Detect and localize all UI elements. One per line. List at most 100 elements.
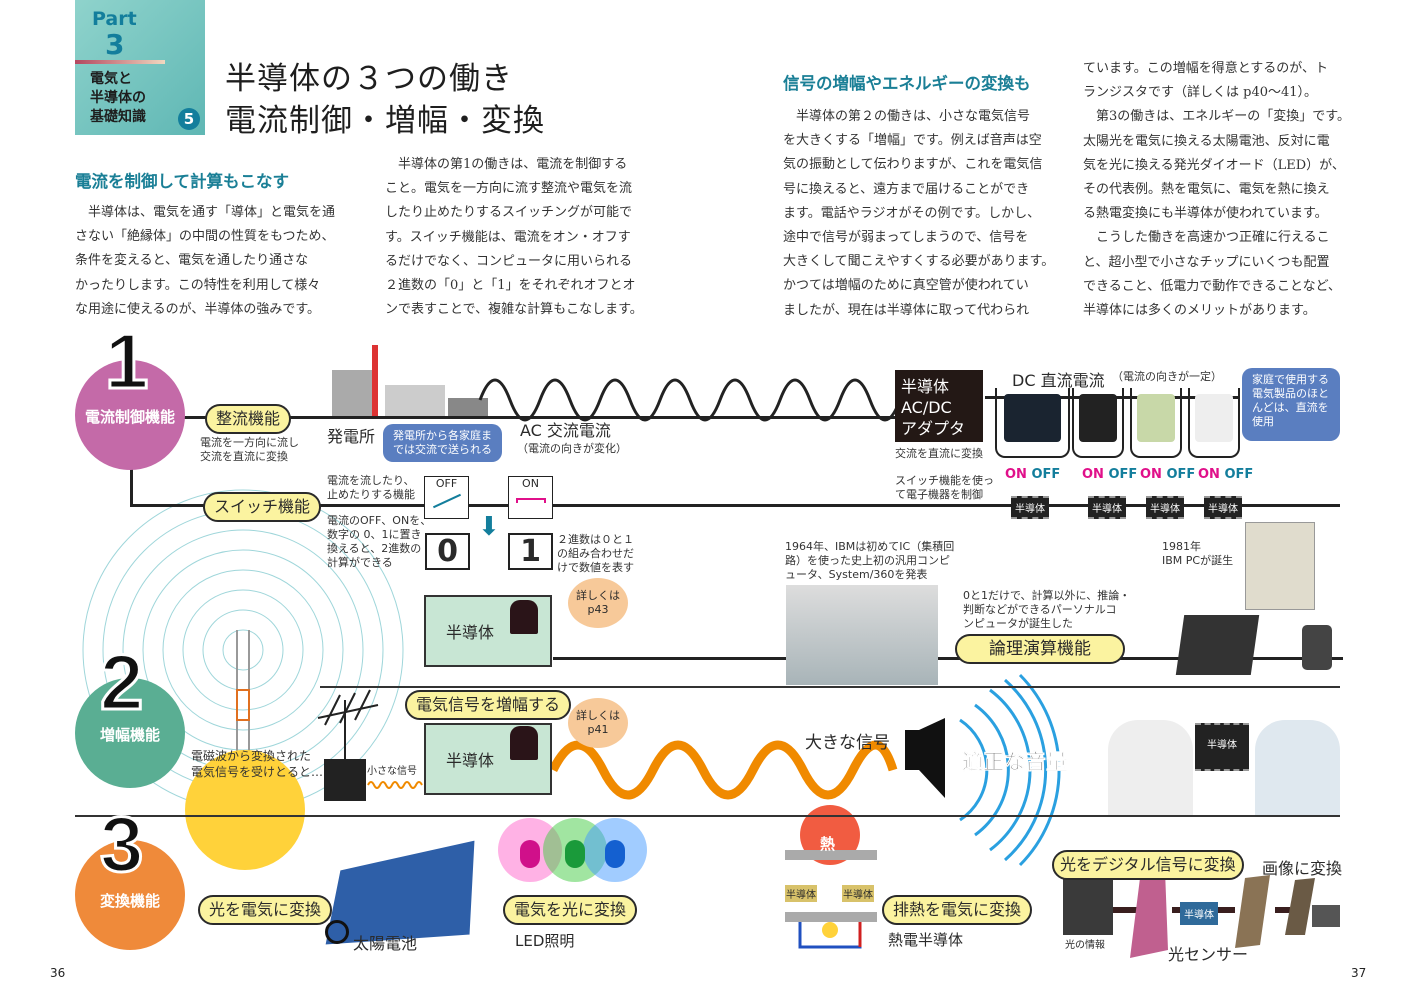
text-line: ンで表すことで、複雑な計算もこなします。 [385,302,643,318]
switch-pill: スイッチ機能 [203,492,322,522]
ac-dc-adapter: 半導体 AC/DC アダプター [895,370,983,459]
screen-icon [1312,905,1340,927]
solar-cell-icon [325,920,349,944]
amp-top-line [320,686,1340,688]
kettle-icon [1194,394,1234,442]
radio-waves [82,489,404,811]
text-column-1: 半導体は、電気を通す「導体」と電気を通さない「絶縁体」の中間の性質をもつため、条… [75,201,335,322]
dc-label: DC 直流電流 [1012,371,1105,390]
heat-label: 熱 [820,835,836,853]
text-column-2: 半導体の第1の働きは、電流を制御すること。電気を一方向に流す整流や電気を流したり… [385,153,643,322]
amplify-pill: 電気信号を増幅する [405,690,572,720]
ibm-1981-note: 1981年 IBM PCが誕生 [1162,540,1234,567]
part-title: 電気と 半導体の 基礎知識 [90,71,146,125]
phone-icon [1130,870,1168,958]
switch-off-label: OFF [435,477,458,490]
text-line: 気を光に換える発光ダイオード（LED）が、 [1083,157,1345,173]
listener-illustration-1 [1108,720,1193,815]
transistor-icon [510,600,538,634]
home-note: 家庭で使用する 電気製品のほと んどは、直流を 使用 [1242,368,1340,441]
text-column-3: 半導体の第２の働きは、小さな電気信号を大きくする「増幅」です。例えば音声は空気の… [783,105,1054,323]
power-plant-icon [332,345,488,418]
antenna-icon [317,689,379,801]
text-line: 気の振動として伝わりますが、これを電気信 [783,157,1043,173]
function-3-circle: 変換機能 [75,840,185,950]
on-label: ON [1140,467,1162,482]
sound-waves [959,673,1061,867]
appliance-washing-machine [1130,388,1182,458]
sun-icon [185,750,305,870]
amp-chip: 半導体 [1195,723,1249,771]
reference-p41[interactable]: 詳しくは p41 [568,698,628,748]
solar-panel-icon [324,839,476,946]
divider [75,60,165,64]
text-line: したり止めたりするスイッチングが可能で [385,205,633,221]
thermo-pill: 排熱を電気に変換 [882,895,1033,925]
ibm-1964-note: 1964年、IBMは初めてIC（集積回 路）を使った史上初の汎用コンピ ュータ、… [785,540,955,581]
off-label: OFF [1166,467,1196,482]
thermo-chip-right: 半導体 [842,885,874,902]
plant-note: 発電所から各家庭ま では交流で送られる [383,424,502,462]
led-pill: 電気を光に変換 [503,895,638,925]
switch-desc: 電流を流したり、 止めたりする機能 [327,474,415,501]
on-label: ON [1198,467,1220,482]
open-switch-icon [432,493,461,509]
switch-off-box: OFF [424,476,469,519]
logic-line [553,657,1343,660]
part-number: 3 [105,28,125,61]
thermo-chip-left: 半導体 [785,885,817,902]
off-label: OFF [1224,467,1254,482]
solar-label: 太陽電池 [353,934,418,953]
chapter-number: 5 [178,108,200,130]
text-line: と、超小型で小さなチップにいくつも配置 [1083,254,1330,270]
function-2-circle: 増幅機能 [75,678,185,788]
binary-zero: 0 [425,533,470,570]
text-line: できること、低電力で動作できることなど、 [1083,278,1341,294]
system360-photo [786,585,938,685]
semiconductor-chip: 半導体 [1088,496,1126,519]
washing-machine-icon [1136,394,1176,442]
smartphone-icon [1302,625,1332,670]
reference-p43[interactable]: 詳しくは p43 [568,578,628,628]
text-line: 半導体には多くのメリットがあります。 [1083,303,1316,319]
switch-control-note: スイッチ機能を使っ て電子機器を制御 [895,474,994,501]
amplify-desc: 電磁波から変換された 電気信号を受けとると… [191,749,324,779]
text-line: 半導体の第２の働きは、小さな電気信号 [783,109,1031,124]
ac-wave [478,378,902,422]
rectify-line [180,416,900,419]
on-label: ON [1005,467,1027,482]
rectify-desc: 電流を一方向に流し 交流を直流に変換 [200,436,299,463]
part-badge: Part 3 電気と 半導体の 基礎知識 5 [75,0,205,135]
off-label: OFF [1108,467,1138,482]
proper-volume-label: 適正な音量 [962,750,1068,775]
semiconductor-chip: 半導体 [1011,496,1049,519]
text-line: かったりします。この特性を利用して様々 [75,277,321,293]
ibm-pc-icon [1245,522,1315,610]
off-label: OFF [1031,467,1061,482]
text-line: ています。この増幅を得意とするのが、ト [1083,61,1329,76]
switch-on-box: ON [508,476,553,519]
text-line: を大きくする「増幅」です。例えば音声は空 [783,133,1042,149]
speaker-icon [905,718,945,798]
text-line: な用途に使えるのが、半導体の強みです。 [75,301,321,317]
text-line: こと。電気を一方向に流す整流や電気を流 [385,181,633,197]
binary-note: ２進数は０と１ の組み合わせだ けで数値を表す [557,533,634,574]
switch-line [130,504,1340,507]
adapter-note: 交流を直流に変換 [895,447,983,460]
text-line: 半導体は、電気を通す「導体」と電気を通 [75,205,336,220]
text-line: 半導体の第1の働きは、電流を制御する [385,157,628,172]
text-line: る熱電変換にも半導体が使われています。 [1083,206,1328,222]
cat-photo [1063,875,1113,935]
text-line: ましたが、現在は半導体に取って代わられ [783,302,1030,318]
small-signal-label: 小さな信号 [367,766,417,777]
part-label: Part [92,8,137,30]
amp-transistor-icon [510,726,538,760]
text-line: ランジスタです（詳しくは p40〜41）。 [1083,85,1318,101]
light-info-label: 光の情報 [1065,940,1105,951]
text-line: さない「絶縁体」の中間の性質をもつため、 [75,229,335,245]
title-line-2: 電流制御・増幅・変換 [225,103,545,139]
text-line: その代表例。熱を電気に、電気を熱に換え [1083,182,1330,198]
ac-label: AC 交流電流 [520,421,611,440]
down-arrow-icon: ⬇ [478,512,500,542]
ac-note: （電流の向きが変化） [517,442,627,455]
